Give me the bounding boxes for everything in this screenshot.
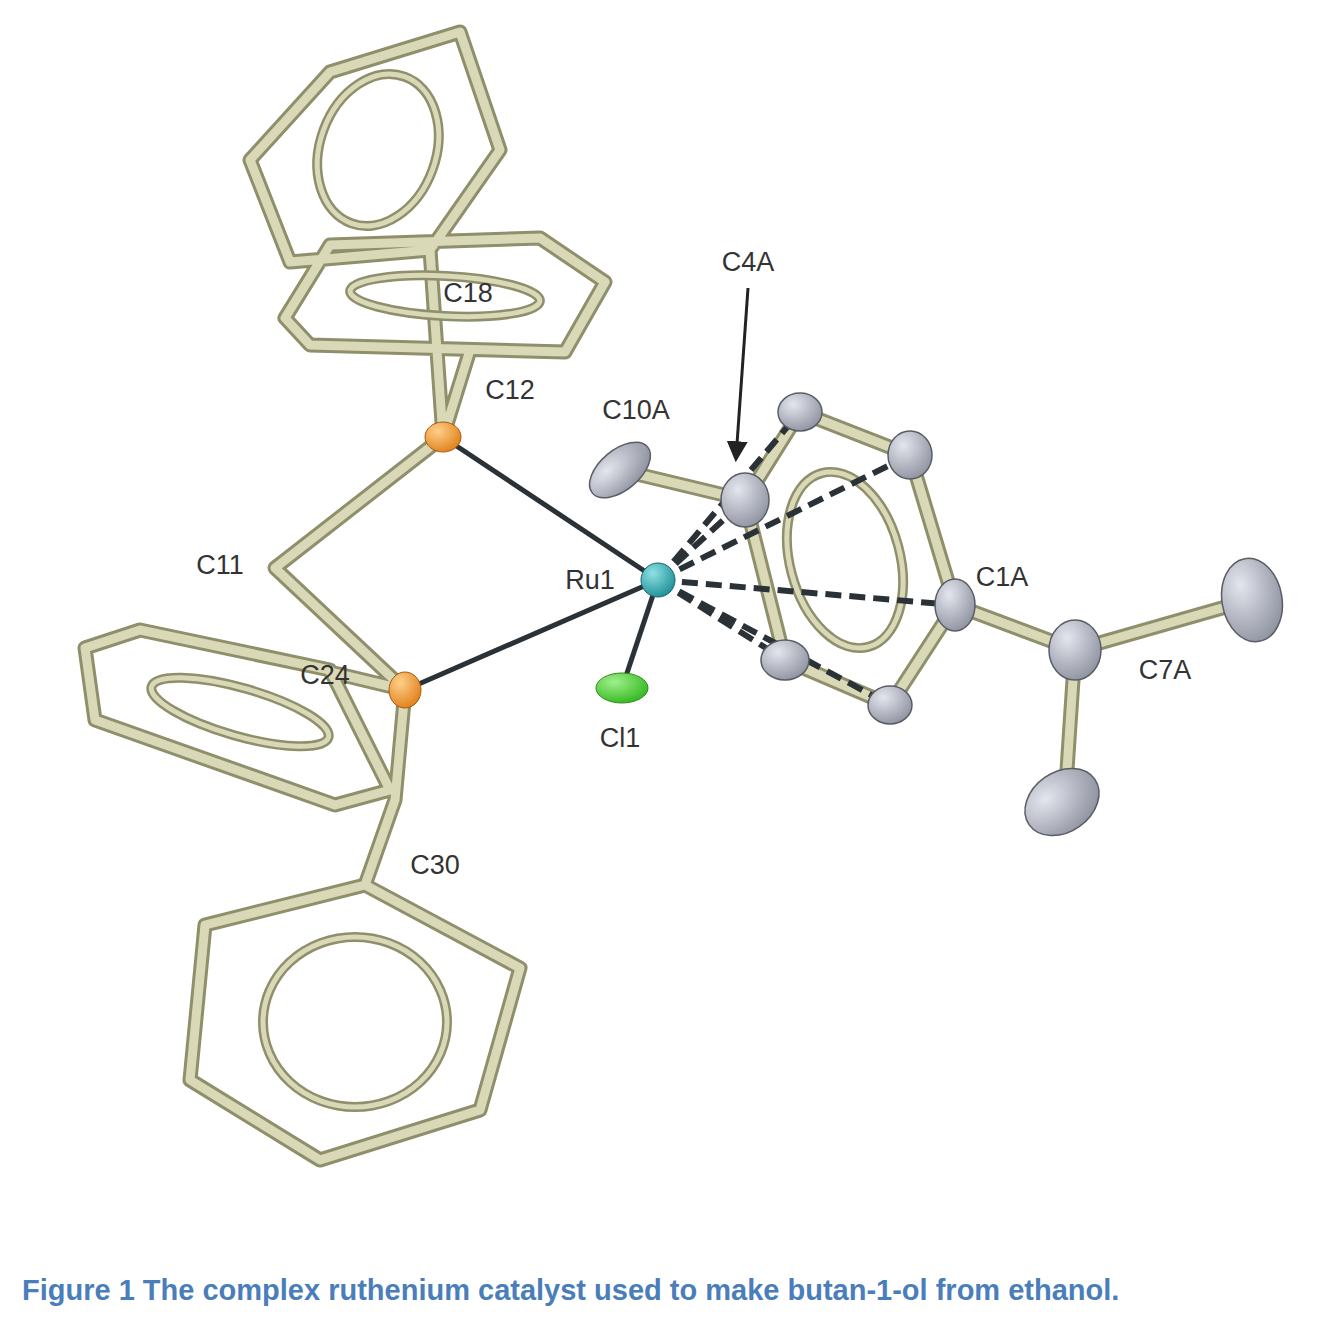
- atom-ellipsoid: [935, 579, 975, 631]
- atom-ellipsoid: [1012, 754, 1112, 849]
- atom-ellipsoid: [1215, 553, 1289, 646]
- atom-ellipsoid: [868, 686, 912, 724]
- dashed-bond: [658, 412, 800, 580]
- bond-tube: [85, 32, 1250, 1160]
- atom-label: C1A: [976, 564, 1029, 591]
- carbon-atoms: [580, 393, 1289, 850]
- bond-tube-outline: [85, 32, 1250, 1160]
- atom-label: C24: [300, 662, 350, 689]
- atom-label: Ru1: [565, 567, 615, 594]
- atom-label: C4A: [722, 249, 775, 276]
- ruthenium-atom: [641, 563, 675, 597]
- atom-ellipsoid: [761, 640, 809, 680]
- atom-ellipsoid: [580, 432, 661, 509]
- atom-label: C11: [196, 552, 244, 579]
- leader-arrow: [736, 288, 748, 458]
- atom-label: C7A: [1139, 657, 1192, 684]
- atom-label: C18: [443, 280, 493, 307]
- phosphorus-atom: [425, 422, 461, 452]
- dashed-bond: [658, 580, 890, 705]
- dashed-bond: [658, 455, 910, 580]
- atom-ellipsoid: [1049, 620, 1101, 680]
- figure-caption: Figure 1 The complex ruthenium catalyst …: [22, 1273, 1119, 1308]
- phosphorus-atom: [389, 672, 421, 708]
- chlorine-atom: [596, 673, 648, 703]
- atom-label: C12: [485, 377, 535, 404]
- atom-ellipsoid: [721, 473, 769, 527]
- eta6-bonds: [658, 412, 955, 705]
- atom-label: Cl1: [600, 725, 641, 752]
- aromatic-ring-outline: [145, 57, 921, 1107]
- atom-label: C10A: [602, 397, 670, 424]
- atom-ellipsoid: [888, 431, 932, 479]
- aromatic-ring: [145, 57, 921, 1107]
- atom-ellipsoid: [778, 393, 822, 431]
- atom-label: C30: [410, 852, 460, 879]
